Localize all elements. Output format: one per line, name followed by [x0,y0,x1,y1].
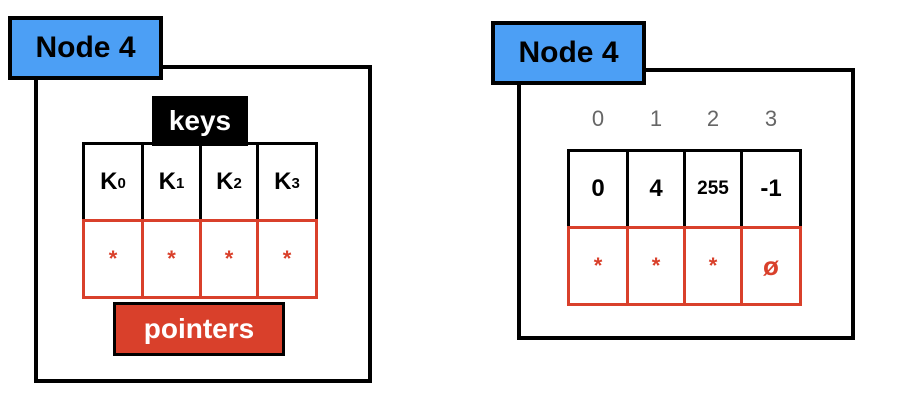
index-label: 0 [591,106,605,131]
right-node-container [517,68,855,340]
pointer-cell: * [82,219,144,299]
key-cell-subscript: 1 [176,174,185,192]
key-cell: 4 [626,149,686,229]
key-cell-base: K [274,168,292,195]
pointer-cell: * [141,219,202,299]
index-label: 3 [764,106,778,131]
key-cell-subscript: 2 [233,174,242,192]
key-cell-base: K [216,168,234,195]
index-label: 2 [706,106,720,131]
key-cell: 0 [567,149,629,229]
key-cell-subscript: 0 [117,174,126,192]
pointer-cell: * [256,219,318,299]
pointer-cell: * [683,226,743,306]
left-node-title: Node 4 [8,16,163,80]
key-cell-subscript: 3 [291,174,300,192]
keys-label: keys [152,96,248,146]
null-pointer-cell: ø [740,226,802,306]
pointers-label: pointers [113,302,285,356]
right-node-title: Node 4 [491,21,646,85]
key-cell: 255 [683,149,743,229]
key-cell: -1 [740,149,802,229]
index-label: 1 [649,106,663,131]
pointer-cell: * [567,226,629,306]
key-cell-base: K [158,168,176,195]
pointer-cell: * [626,226,686,306]
key-cell-base: K [100,168,118,195]
pointer-cell: * [199,219,259,299]
